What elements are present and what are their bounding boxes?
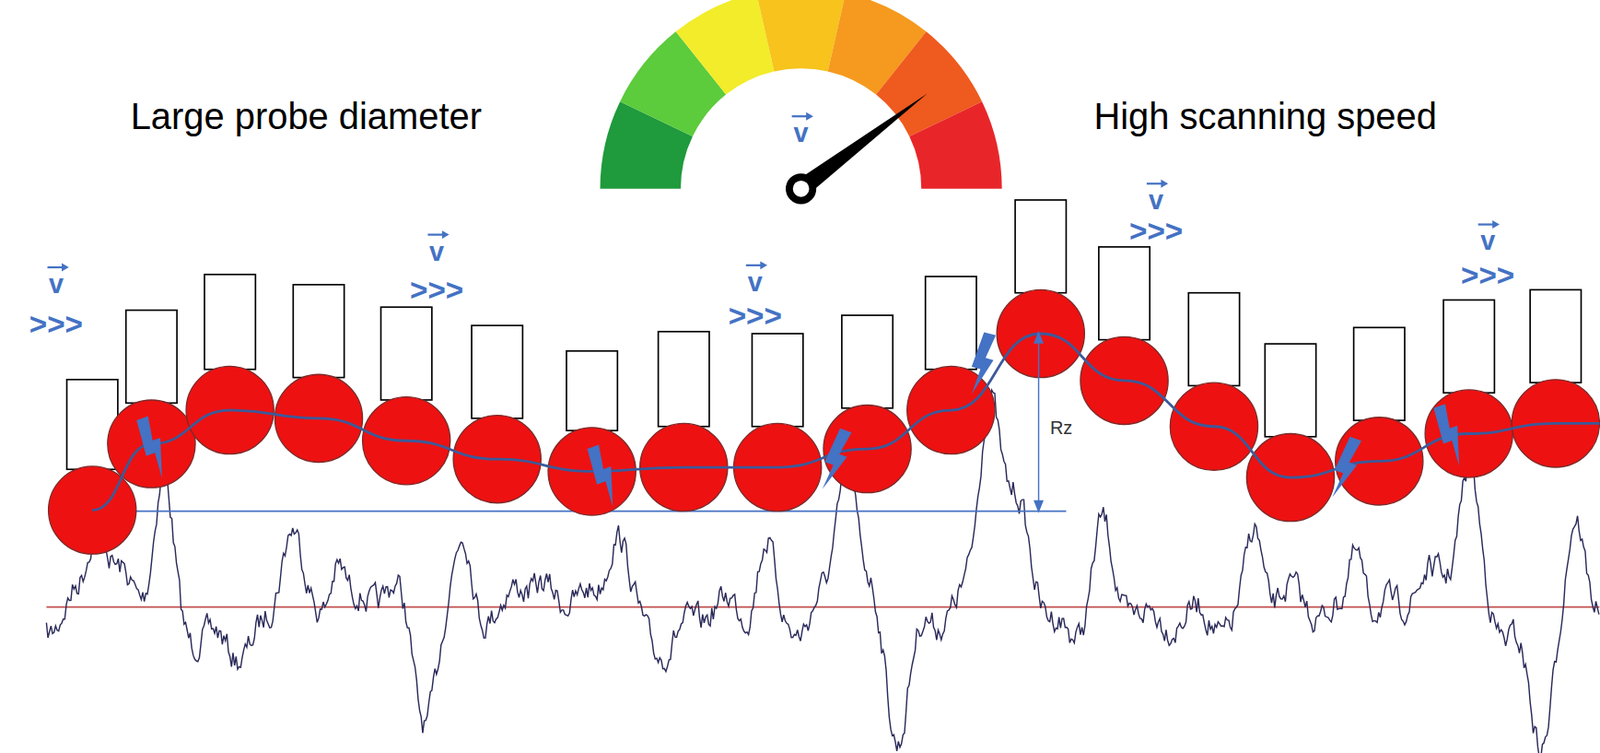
probe-shaft — [1443, 299, 1495, 393]
probe-shaft — [126, 310, 177, 404]
contact-bolt — [583, 443, 624, 510]
probe-shaft — [1264, 343, 1316, 437]
contact-bolts — [133, 331, 1471, 510]
contact-bolt — [1430, 402, 1471, 469]
heading-label: High scanning speed — [1093, 98, 1437, 136]
contact-bolt — [133, 414, 174, 481]
vector-arrow — [746, 264, 763, 267]
probe-trace — [92, 333, 1600, 511]
heading-label: Large probe diameter — [130, 98, 482, 136]
probe-shaft — [204, 274, 256, 370]
probe-shaft — [1098, 246, 1150, 340]
probe-shaft — [381, 306, 433, 400]
surface-profile — [46, 389, 1599, 753]
needle-hub — [785, 173, 817, 204]
contact-bolt — [815, 427, 855, 494]
speed-gauge — [600, 0, 1003, 204]
label: Rz — [1050, 419, 1073, 438]
vector-arrows — [47, 112, 1500, 272]
probe-shaft — [1354, 327, 1405, 421]
velocity-symbol: v — [1148, 186, 1164, 214]
label: >>> — [728, 301, 783, 332]
vector-arrow — [1478, 222, 1495, 225]
gauge-needle — [795, 93, 928, 197]
vector-arrow — [792, 115, 809, 117]
probe-shaft — [566, 350, 618, 431]
probes — [48, 199, 1600, 554]
probe-ball — [48, 466, 137, 554]
rz-dimension — [1034, 332, 1043, 512]
needle-hub — [793, 180, 810, 198]
probe-shaft — [751, 333, 803, 427]
gauge-segment — [676, 0, 775, 95]
probe-shaft — [925, 276, 977, 370]
velocity-symbol: v — [429, 237, 444, 265]
contact-bolt — [1325, 435, 1366, 503]
probe-ball — [107, 399, 196, 488]
velocity-symbol: v — [1480, 227, 1495, 255]
probe-shaft — [841, 315, 893, 409]
gauge-segment — [909, 101, 1002, 189]
vector-arrow — [427, 233, 444, 236]
label: >>> — [409, 274, 464, 305]
velocity-symbol: v — [747, 268, 763, 295]
label: >>> — [1460, 259, 1515, 291]
probe-shaft — [1188, 292, 1239, 386]
probe-shaft — [658, 331, 710, 427]
vector-arrow — [47, 266, 65, 269]
probe-shaft — [1015, 199, 1066, 293]
probe-shaft — [471, 325, 523, 419]
probe-shaft — [1529, 289, 1581, 383]
mean-line — [46, 606, 1600, 608]
contact-bolt — [964, 331, 1000, 398]
label: >>> — [1129, 216, 1183, 247]
probe-shaft — [292, 284, 344, 378]
label: >>> — [29, 309, 83, 340]
vector-arrow — [1146, 182, 1164, 185]
velocity-symbol: v — [794, 119, 809, 147]
velocity-symbol: v — [48, 270, 64, 298]
